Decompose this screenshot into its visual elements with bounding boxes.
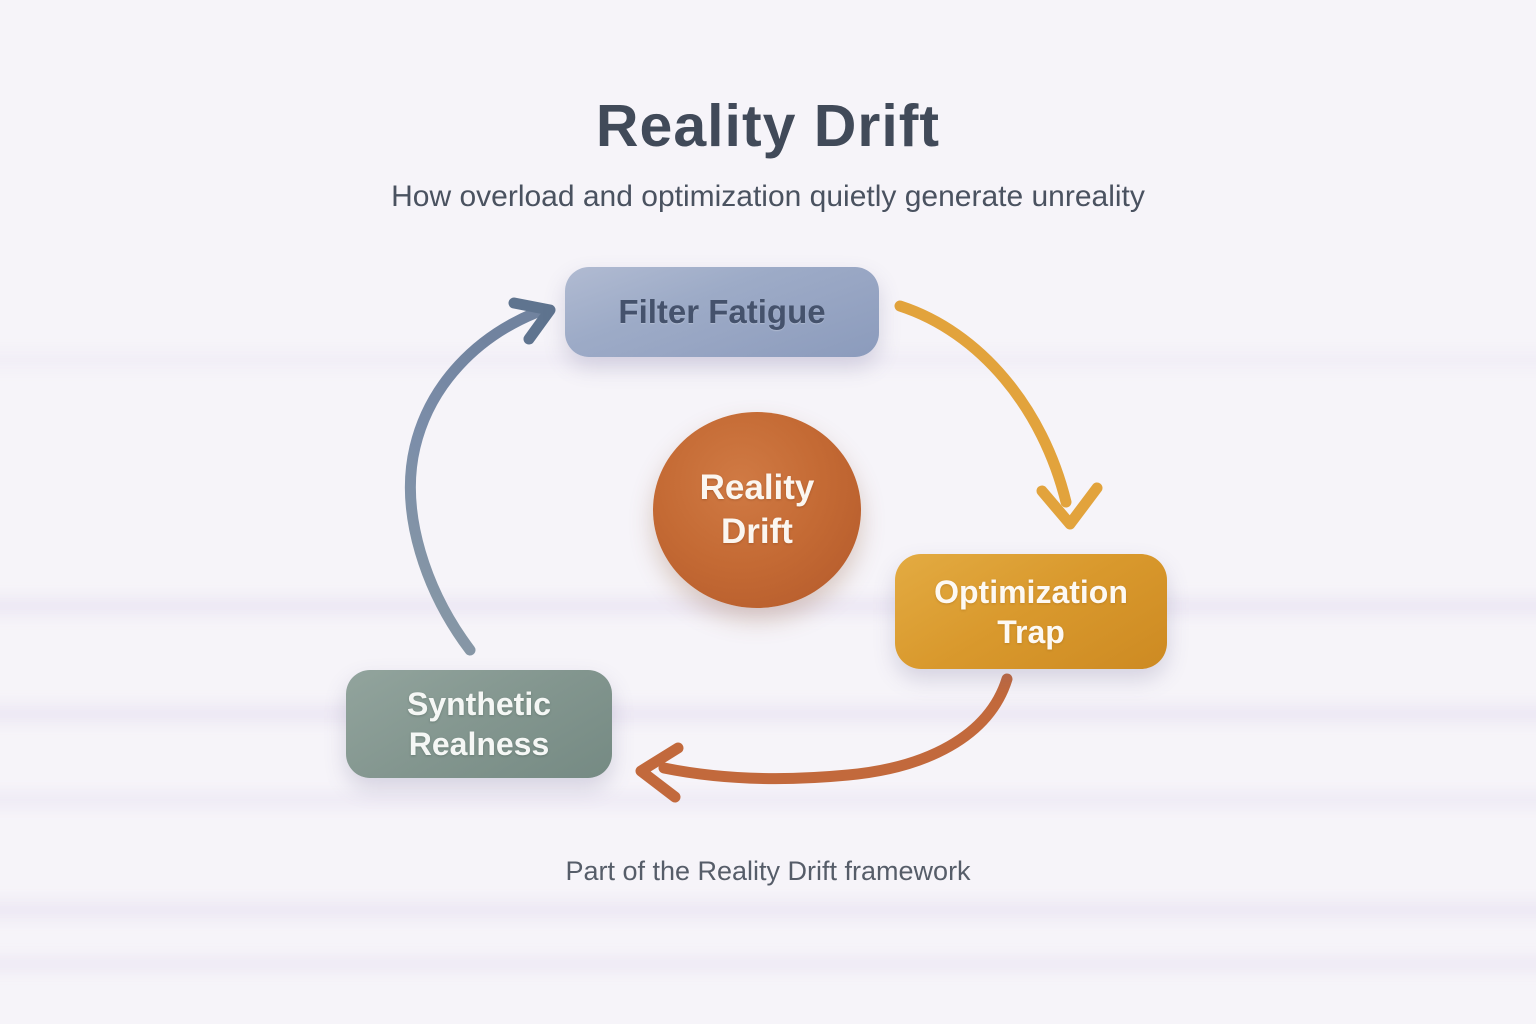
- arrowhead-down-icon: [1036, 482, 1103, 530]
- node-label: Filter Fatigue: [618, 293, 826, 331]
- footer-caption: Part of the Reality Drift framework: [565, 856, 971, 886]
- node-label-line1: Synthetic: [406, 686, 552, 722]
- arrowhead-left-icon: [635, 742, 684, 803]
- node-label-line1: Optimization: [934, 573, 1128, 610]
- diagram-title: Reality Drift: [595, 93, 941, 159]
- center-label-line1: Reality: [699, 468, 815, 508]
- node-synthetic-realness: Synthetic Realness: [346, 670, 612, 778]
- node-label-line2: Trap: [997, 613, 1065, 650]
- center-label-line2: Drift: [721, 512, 793, 551]
- arrowhead-up-right-icon: [508, 297, 556, 345]
- arrow-optimization-to-synthetic: [635, 673, 1013, 803]
- node-center-reality-drift: Reality Drift: [653, 412, 861, 608]
- node-label-line2: Realness: [408, 726, 550, 762]
- node-filter-fatigue: Filter Fatigue: [565, 267, 879, 357]
- arrow-filter-to-optimization: [894, 300, 1103, 530]
- arrow-synthetic-to-filter: [404, 297, 556, 656]
- diagram-subtitle: How overload and optimization quietly ge…: [391, 180, 1145, 213]
- node-optimization-trap: Optimization Trap: [895, 554, 1167, 669]
